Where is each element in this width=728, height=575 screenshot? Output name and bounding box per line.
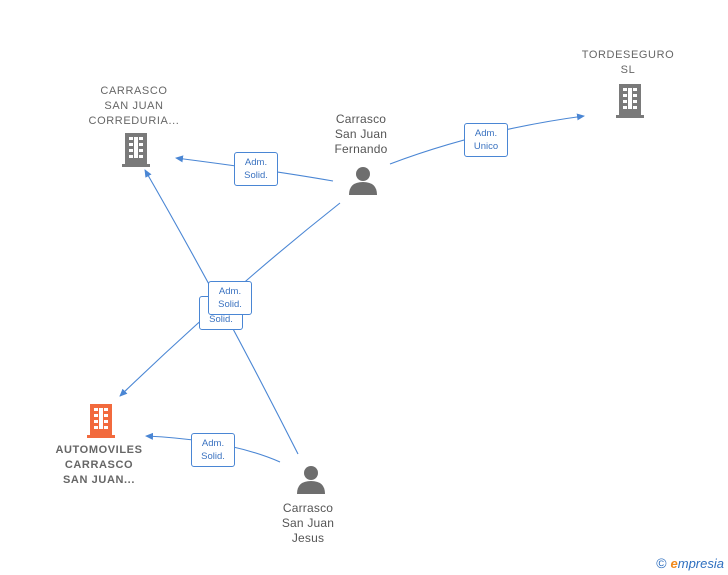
relation-tag: Adm. Solid.	[191, 433, 235, 467]
brand-logo[interactable]: © empresia	[656, 555, 724, 571]
person-icon[interactable]	[297, 466, 325, 494]
brand-name: empresia	[670, 555, 724, 571]
person-label-fernando[interactable]: Carrasco San Juan Fernando	[334, 112, 388, 156]
relation-tag: Adm. Unico	[464, 123, 508, 157]
company-label-automoviles[interactable]: AUTOMOVILES CARRASCO SAN JUAN...	[55, 444, 143, 486]
main-building-icon[interactable]	[87, 404, 115, 438]
company-label-tordeseguro[interactable]: TORDESEGURO SL	[581, 49, 675, 76]
building-icon[interactable]	[122, 133, 150, 167]
copyright-icon: ©	[656, 555, 667, 571]
person-icon[interactable]	[349, 167, 377, 195]
relation-tag: Adm. Solid.	[234, 152, 278, 186]
person-label-jesus[interactable]: Carrasco San Juan Jesus	[281, 501, 335, 545]
relation-tag: Adm. Solid.	[208, 281, 252, 315]
building-icon[interactable]	[616, 84, 644, 118]
company-label-carrasco-correduria[interactable]: CARRASCO SAN JUAN CORREDURIA...	[88, 85, 180, 127]
